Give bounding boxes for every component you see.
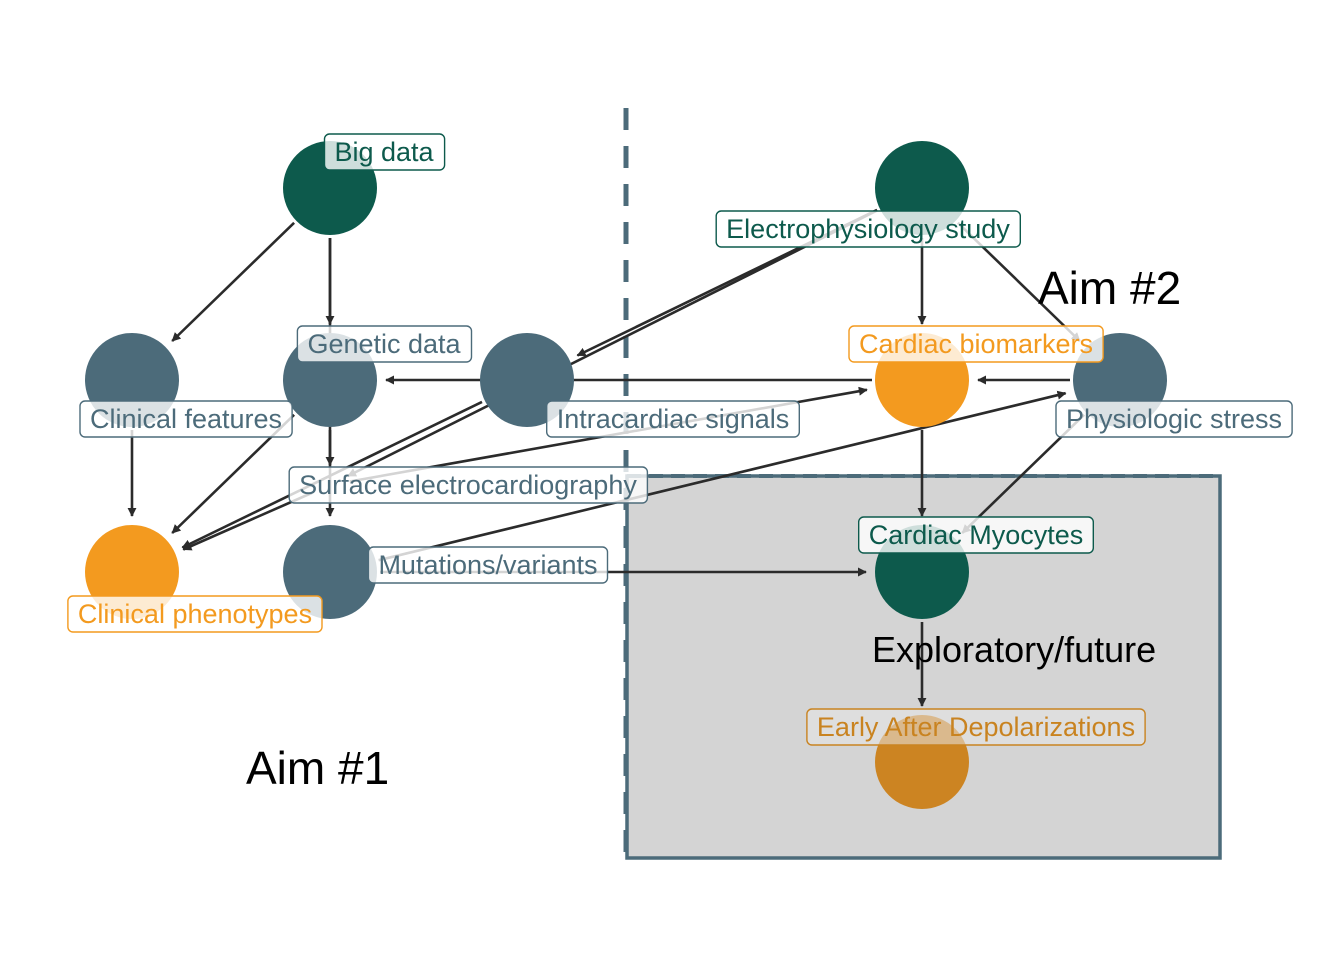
label-box xyxy=(858,516,1095,554)
label-physiologic-stress: Physiologic stress xyxy=(1055,400,1293,438)
label-text: Cardiac Myocytes xyxy=(869,520,1084,550)
label-text: Intracardiac signals xyxy=(557,404,790,434)
label-mutations: Mutations/variants xyxy=(367,546,609,584)
label-box xyxy=(288,466,649,504)
exploratory-region-label: Exploratory/future xyxy=(872,629,1156,670)
label-intracardiac: Intracardiac signals xyxy=(546,400,801,438)
label-cardiac-biomarkers: Cardiac biomarkers xyxy=(848,325,1104,363)
edge-mutations-to-physiologic-stress xyxy=(378,390,1067,562)
label-ead: Early After Depolarizations xyxy=(806,708,1146,746)
label-surface-ecg: Surface electrocardiography xyxy=(288,466,649,504)
label-clinical-features: Clinical features xyxy=(79,400,293,438)
label-box xyxy=(806,708,1146,746)
label-text: Electrophysiology study xyxy=(726,214,1010,244)
aim-1-label: Aim #1 xyxy=(246,742,389,794)
label-box xyxy=(1055,400,1293,438)
label-text: Cardiac biomarkers xyxy=(859,329,1093,359)
label-box xyxy=(323,133,446,171)
label-text: Physiologic stress xyxy=(1066,404,1282,434)
edge-ep-study-to-surface-ecg xyxy=(347,209,878,478)
label-box xyxy=(67,595,323,633)
label-text: Early After Depolarizations xyxy=(817,712,1135,742)
label-text: Genetic data xyxy=(307,329,461,359)
label-box xyxy=(715,210,1022,248)
label-box xyxy=(367,546,609,584)
label-text: Clinical phenotypes xyxy=(78,599,312,629)
label-ep-study: Electrophysiology study xyxy=(715,210,1022,248)
aim-2-label: Aim #2 xyxy=(1038,262,1181,314)
label-myocytes: Cardiac Myocytes xyxy=(858,516,1095,554)
label-box xyxy=(848,325,1104,363)
label-text: Surface electrocardiography xyxy=(299,470,637,500)
label-genetic-data: Genetic data xyxy=(296,325,473,363)
label-big-data: Big data xyxy=(323,133,446,171)
label-text: Clinical features xyxy=(90,404,282,434)
edge-big-data-to-clinical-features xyxy=(171,221,296,342)
edge-surface-ecg-to-clinical-phenotypes xyxy=(182,491,313,551)
label-clinical-phenotypes: Clinical phenotypes xyxy=(67,595,323,633)
label-box xyxy=(546,400,801,438)
label-text: Big data xyxy=(334,137,434,167)
label-text: Mutations/variants xyxy=(378,550,597,580)
label-box xyxy=(79,400,293,438)
label-box xyxy=(296,325,473,363)
